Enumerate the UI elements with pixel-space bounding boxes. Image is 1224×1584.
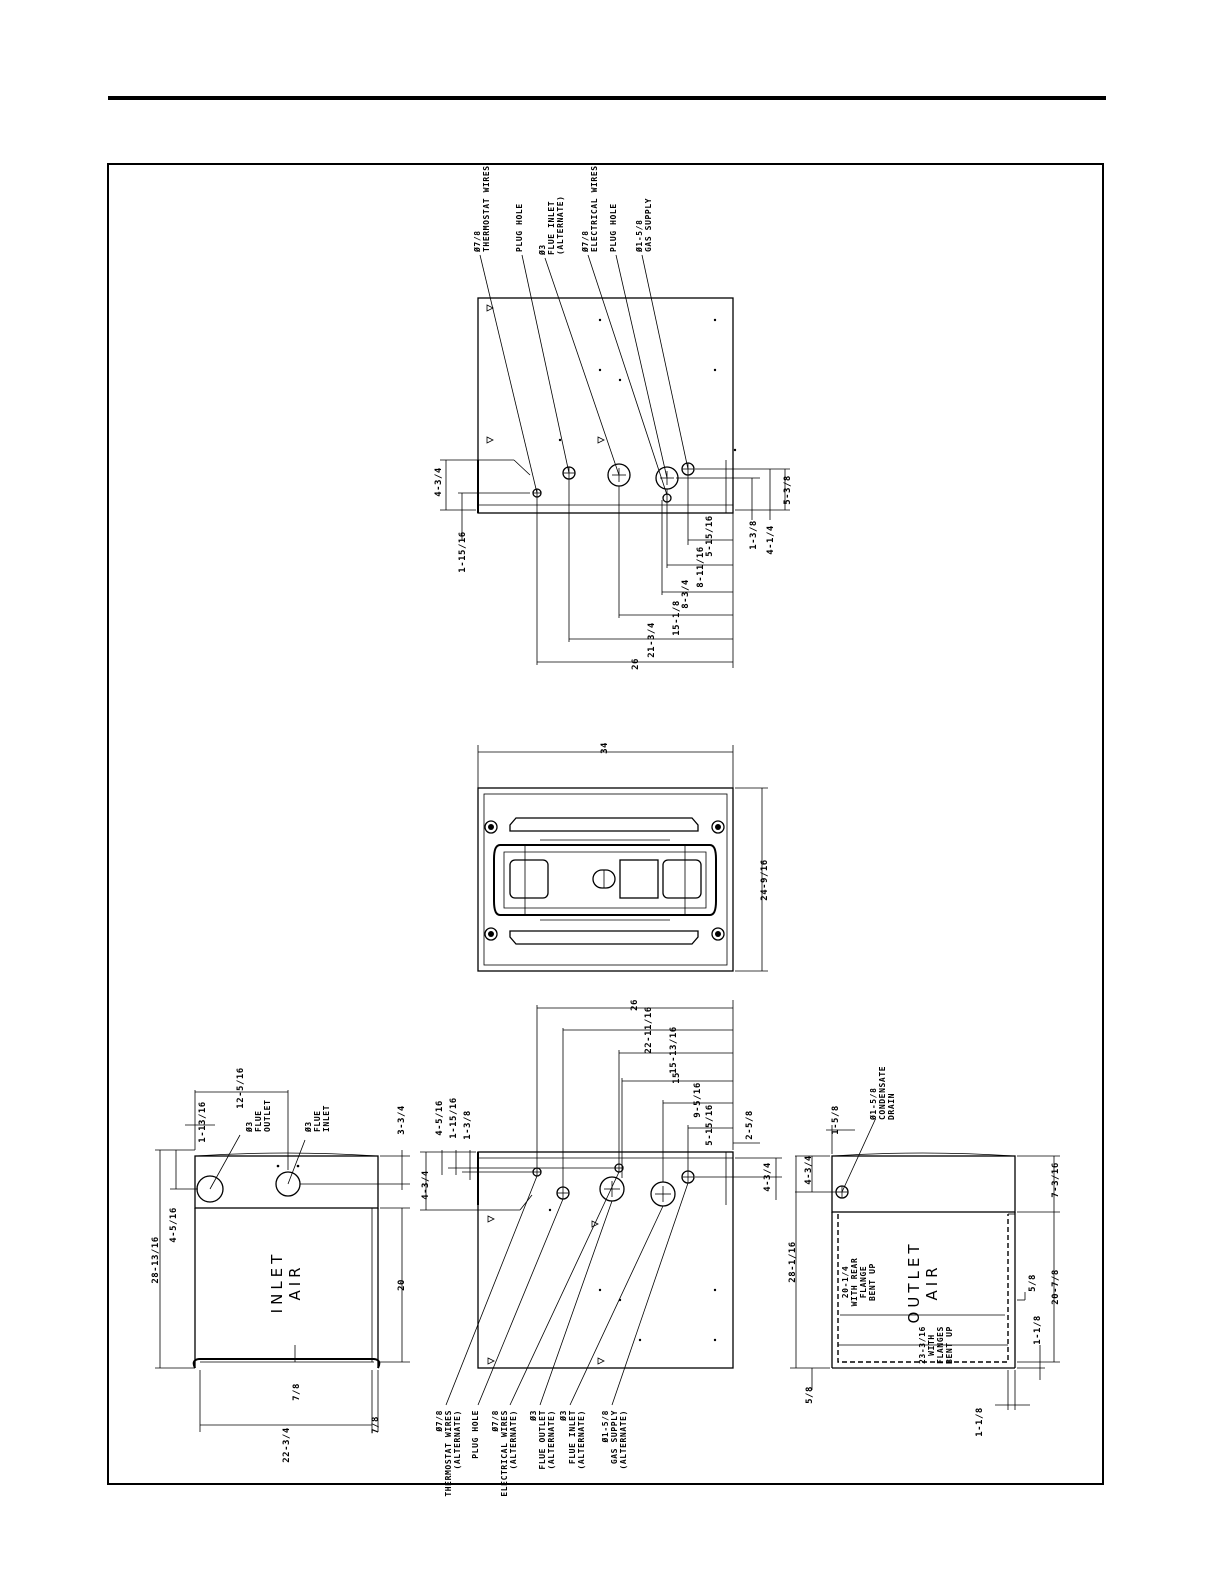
inlet-dim-22-3-4: 22-3/4 <box>282 1427 292 1463</box>
front-plug-hole <box>556 1186 570 1200</box>
inlet-header-box <box>194 1155 379 1209</box>
outlet-dim-1-1-8b: 1-1/8 <box>975 1407 985 1437</box>
top-dim-26: 26 <box>631 658 641 670</box>
outlet-dim-1-1-8a: 1-1/8 <box>1033 1315 1043 1345</box>
top-dim-4-3-4: 4-3/4 <box>434 467 444 497</box>
front-callout-flue-outlet: Ø3FLUE OUTLET(ALTERNATE) <box>528 1410 556 1470</box>
header-rule <box>108 96 1106 100</box>
front-dim-2-5-8: 2-5/8 <box>745 1110 755 1140</box>
top-callout-gas: Ø1-5/8GAS SUPPLY <box>634 198 653 253</box>
front-flue-outlet-hole <box>599 1176 625 1202</box>
outlet-dim-20-7-8: 20-7/8 <box>1051 1269 1061 1305</box>
front-view: Ø7/8THERMOSTAT WIRES(ALTERNATE) PLUG HOL… <box>420 999 782 1497</box>
front-dim-9-5-16: 9-5/16 <box>693 1082 703 1118</box>
top-dim-21-3-4: 21-3/4 <box>647 622 657 658</box>
front-callout-gas: Ø1-5/8GAS SUPPLY(ALTERNATE) <box>600 1410 628 1470</box>
inlet-dim-3-3-4: 3-3/4 <box>397 1105 407 1135</box>
front-dim-1-3-8: 1-3/8 <box>463 1110 473 1140</box>
top-dim-5-3-8: 5-3/8 <box>783 475 793 505</box>
inlet-view: INLETAIR Ø3FLUEOUTLET Ø3FLUEINLET 12-5/1… <box>151 1067 410 1463</box>
top-view: Ø7/8THERMOSTAT WIRES PLUG HOLE Ø3FLUE IN… <box>434 165 793 670</box>
front-callout-plug-hole: PLUG HOLE <box>471 1410 480 1459</box>
inlet-callout-flue-outlet: Ø3FLUEOUTLET <box>244 1100 272 1134</box>
inlet-callout-flue-inlet: Ø3FLUEINLET <box>303 1105 331 1133</box>
outlet-callout-20-1-4: 20-1/4WITH REARFLANGEBENT UP <box>841 1258 877 1307</box>
middle-view: 34 24-9/16 <box>477 742 770 972</box>
inlet-dim-12-5-16: 12-5/16 <box>236 1067 246 1108</box>
top-callout-electrical: Ø7/8ELECTRICAL WIRES <box>580 165 599 253</box>
front-dim-1-15-16: 1-15/16 <box>449 1097 459 1138</box>
outlet-dim-28-1-16: 28-1/16 <box>788 1241 798 1282</box>
middle-dim-width: 34 <box>600 742 610 754</box>
outlet-callout-condensate: Ø1-5/8CONDENSATEDRAIN <box>868 1066 896 1121</box>
front-thermostat-hole <box>532 1167 542 1177</box>
front-gas-hole <box>681 1170 695 1184</box>
outlet-dim-7-3-16: 7-3/16 <box>1051 1162 1061 1198</box>
inlet-dim-7-8a: 7/8 <box>292 1383 302 1401</box>
outlet-dim-1-5-8: 1-5/8 <box>831 1105 841 1135</box>
front-dim-26: 26 <box>630 999 640 1011</box>
top-dim-1-15-16: 1-15/16 <box>458 531 468 572</box>
top-dim-4-1-4: 4-1/4 <box>766 525 776 555</box>
top-dim-8-11-16: 8-11/16 <box>696 546 706 587</box>
front-view-outline <box>477 1151 734 1369</box>
front-dim-15-13-16: 15-13/16 <box>669 1026 679 1073</box>
outlet-dim-4-3-4: 4-3/4 <box>804 1155 814 1185</box>
outlet-view: OUTLETAIR Ø1-5/8CONDENSATEDRAIN 20-1/4WI… <box>788 1066 1061 1437</box>
outlet-header-box <box>831 1155 1016 1213</box>
top-view-outline <box>477 297 734 514</box>
top-dim-1-3-8: 1-3/8 <box>749 520 759 550</box>
front-callout-thermostat: Ø7/8THERMOSTAT WIRES(ALTERNATE) <box>434 1410 462 1497</box>
front-dim-4-3-4b: 4-3/4 <box>763 1162 773 1192</box>
front-dim-15: 15 <box>672 1072 682 1084</box>
top-callout-flue-inlet: Ø3FLUE INLET(ALTERNATE) <box>537 195 565 256</box>
front-dim-5-15-16: 5-15/16 <box>705 1104 715 1145</box>
front-callout-electrical: Ø7/8ELECTRICAL WIRES(ALTERNATE) <box>490 1410 518 1497</box>
top-callout-plug-hole-1: PLUG HOLE <box>515 203 524 252</box>
top-dim-8-3-4: 8-3/4 <box>681 579 691 609</box>
front-callout-flue-inlet: Ø3FLUE INLET(ALTERNATE) <box>558 1410 586 1470</box>
front-flue-inlet-hole <box>650 1181 676 1207</box>
top-dim-5-15-16: 5-15/16 <box>705 515 715 556</box>
outlet-callout-23-3-16: 23-3/16WITHFLANGESBENT UP <box>918 1326 954 1364</box>
front-dim-4-3-4a: 4-3/4 <box>421 1170 431 1200</box>
outlet-dim-5-8b: 5/8 <box>1028 1274 1038 1292</box>
middle-dim-depth: 24-9/16 <box>760 859 770 900</box>
inlet-dim-7-8b: 7/8 <box>371 1416 381 1434</box>
outlet-air-label: OUTLETAIR <box>905 1241 941 1324</box>
middle-view-outline <box>477 787 734 972</box>
inlet-dim-4-5-16: 4-5/16 <box>169 1207 179 1243</box>
inlet-air-label: INLETAIR <box>268 1251 304 1314</box>
drawing-frame <box>107 163 1104 1485</box>
inlet-dim-20: 20 <box>397 1279 407 1291</box>
top-callout-thermostat: Ø7/8THERMOSTAT WIRES <box>472 165 491 253</box>
front-dim-22-11-16: 22-11/16 <box>644 1006 654 1053</box>
inlet-dim-1-13-16: 1-13/16 <box>198 1101 208 1142</box>
front-dim-4-5-16: 4-5/16 <box>435 1100 445 1136</box>
top-callout-plug-hole-2: PLUG HOLE <box>609 203 618 252</box>
inlet-dim-28-13-16: 28-13/16 <box>151 1236 161 1283</box>
top-dim-15-1-8: 15-1/8 <box>672 600 682 636</box>
outlet-dim-5-8a: 5/8 <box>805 1386 815 1404</box>
